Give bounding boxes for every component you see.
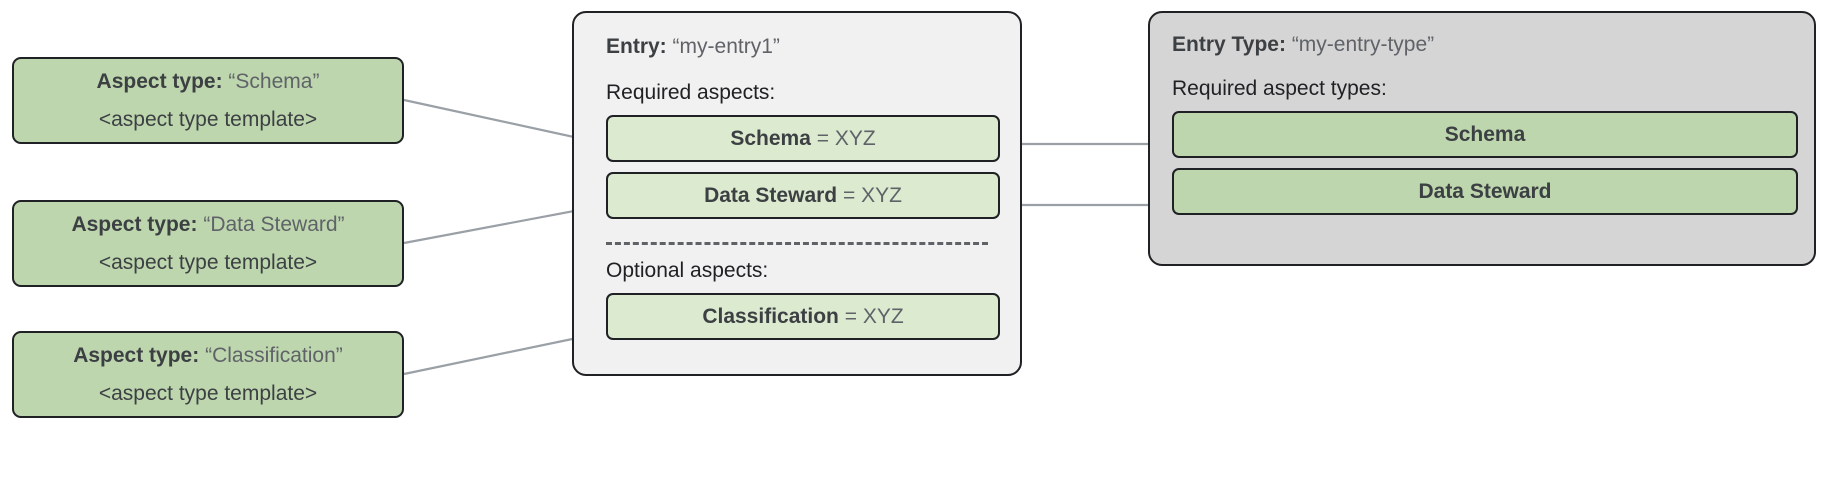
optional-aspect-assignment: = XYZ xyxy=(844,304,904,328)
required-aspect-name: Data Steward xyxy=(704,183,838,207)
optional-aspect-label: Classification = XYZ xyxy=(702,305,903,329)
required-aspect-type-data-steward[interactable]: Data Steward xyxy=(1172,168,1798,215)
aspect-type-title: Aspect type: “Classification” xyxy=(73,344,343,367)
required-optional-divider xyxy=(606,242,988,245)
aspect-type-template: <aspect type template> xyxy=(98,107,318,131)
aspect-type-value: “Classification” xyxy=(205,344,343,368)
aspect-type-template: <aspect type template> xyxy=(98,381,318,405)
required-aspect-assignment: = XYZ xyxy=(816,126,876,150)
required-aspect-label: Schema = XYZ xyxy=(730,127,875,151)
aspect-type-box-schema[interactable]: Aspect type: “Schema” <aspect type templ… xyxy=(12,57,404,144)
optional-aspects-label: Optional aspects: xyxy=(606,259,769,282)
required-aspect-type-name: Schema xyxy=(1444,122,1526,146)
required-aspect-name: Schema xyxy=(730,126,811,150)
required-aspect-type-schema[interactable]: Schema xyxy=(1172,111,1798,158)
aspect-type-box-data-steward[interactable]: Aspect type: “Data Steward” <aspect type… xyxy=(12,200,404,287)
required-aspect-data-steward[interactable]: Data Steward = XYZ xyxy=(606,172,1000,219)
aspect-type-title: Aspect type: “Data Steward” xyxy=(71,213,344,236)
aspect-type-value: “Data Steward” xyxy=(203,213,345,237)
required-aspect-label: Data Steward = XYZ xyxy=(704,184,902,208)
aspect-type-box-classification[interactable]: Aspect type: “Classification” <aspect ty… xyxy=(12,331,404,418)
aspect-type-value: “Schema” xyxy=(228,70,320,94)
optional-aspect-classification[interactable]: Classification = XYZ xyxy=(606,293,1000,340)
required-aspect-type-name: Data Steward xyxy=(1418,179,1552,203)
entry-value: “my-entry1” xyxy=(672,35,780,58)
entry-panel[interactable]: Entry: “my-entry1” Required aspects: Sch… xyxy=(572,11,1022,376)
aspect-type-key: Aspect type: xyxy=(71,213,198,237)
required-aspect-schema[interactable]: Schema = XYZ xyxy=(606,115,1000,162)
entry-type-key: Entry Type: xyxy=(1172,33,1286,56)
aspect-type-title: Aspect type: “Schema” xyxy=(97,70,320,93)
entry-type-panel[interactable]: Entry Type: “my-entry-type” Required asp… xyxy=(1148,11,1816,266)
aspect-type-template: <aspect type template> xyxy=(98,250,318,274)
required-aspect-assignment: = XYZ xyxy=(842,183,902,207)
entry-type-value: “my-entry-type” xyxy=(1291,33,1435,56)
entry-type-panel-title: Entry Type: “my-entry-type” xyxy=(1172,33,1798,57)
aspect-type-key: Aspect type: xyxy=(73,344,200,368)
entry-panel-title: Entry: “my-entry1” xyxy=(606,35,1000,59)
aspect-type-key: Aspect type: xyxy=(96,70,223,94)
required-aspect-types-label: Required aspect types: xyxy=(1172,77,1387,100)
required-aspects-label: Required aspects: xyxy=(606,81,776,104)
entry-key: Entry: xyxy=(606,35,667,58)
optional-aspect-name: Classification xyxy=(702,304,839,328)
